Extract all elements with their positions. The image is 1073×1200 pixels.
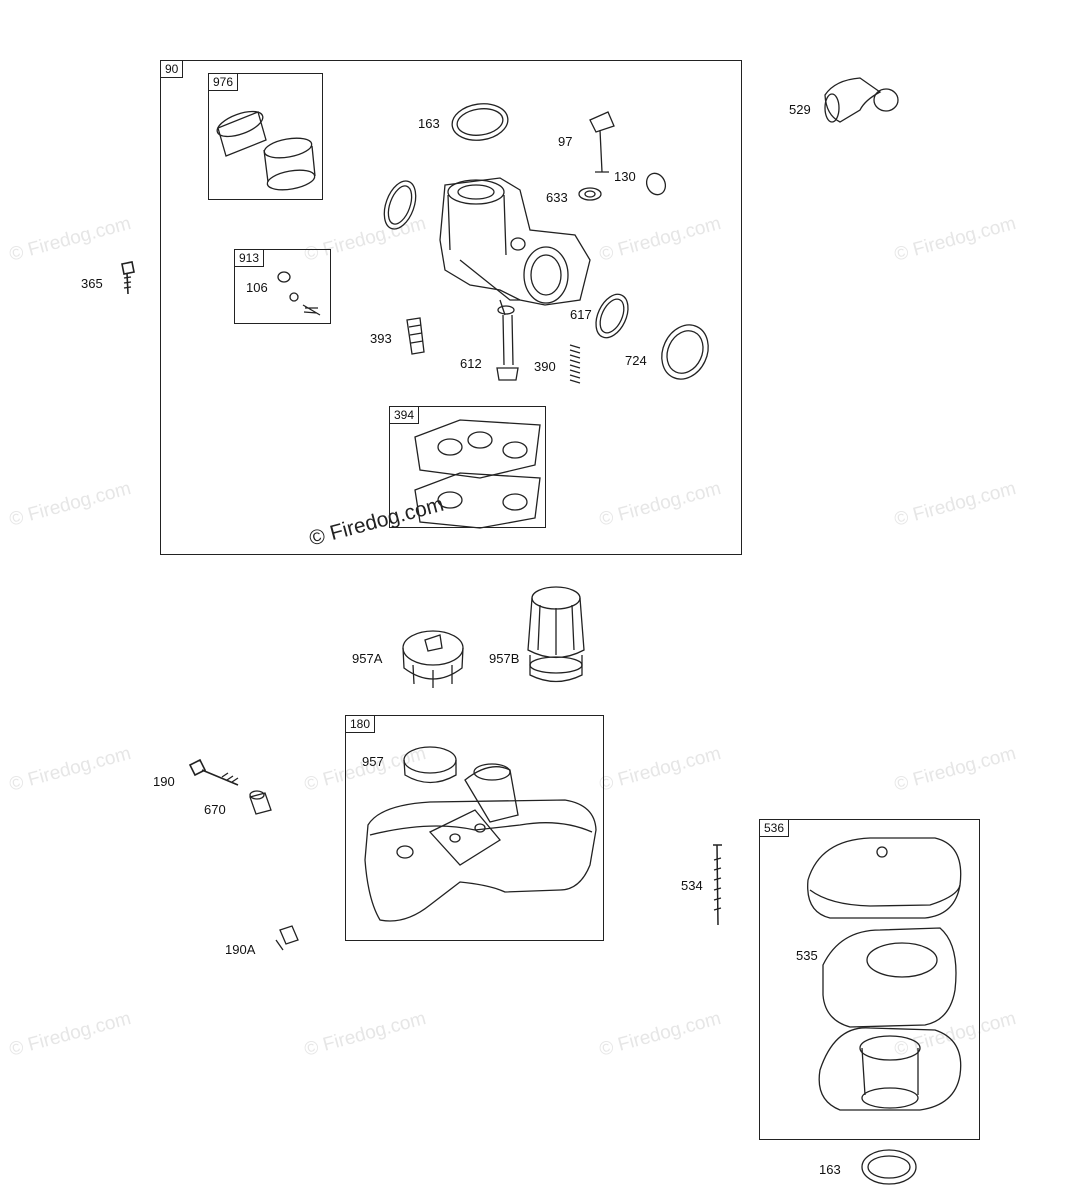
adapter-976-drawing <box>216 110 316 191</box>
part-label-190: 190 <box>153 774 175 789</box>
group-180-box: 180 <box>345 715 604 941</box>
carburetor-drawing <box>439 177 591 316</box>
group-394-box: 394 <box>389 406 546 528</box>
part-label-617: 617 <box>570 307 592 322</box>
group-90-tag: 90 <box>160 60 184 78</box>
part-label-97: 97 <box>558 134 573 149</box>
part-label-393: 393 <box>370 331 392 346</box>
group-976-box: 976 <box>208 73 323 200</box>
part-label-529: 529 <box>789 102 811 117</box>
group-913-tag: 913 <box>234 249 265 267</box>
part-label-190a: 190A <box>225 942 256 957</box>
part-label-633: 633 <box>546 190 568 205</box>
part-label-535: 535 <box>796 948 818 963</box>
part-label-724: 724 <box>625 353 647 368</box>
group-90-box: 90 <box>160 60 742 555</box>
part-label-957: 957 <box>362 754 384 769</box>
part-label-106: 106 <box>246 280 268 295</box>
gaskets-394-drawing <box>414 419 541 529</box>
group-180-tag: 180 <box>345 715 376 733</box>
part-label-130: 130 <box>614 169 636 184</box>
part-label-670: 670 <box>204 802 226 817</box>
part-label-534: 534 <box>681 878 703 893</box>
part-label-390: 390 <box>534 359 556 374</box>
part-label-365: 365 <box>81 276 103 291</box>
fuel-tank-180-drawing <box>364 746 597 922</box>
part-label-957b: 957B <box>489 651 520 666</box>
part-label-612: 612 <box>460 356 482 371</box>
group-536-tag: 536 <box>759 819 790 837</box>
part-label-163-bottom: 163 <box>819 1162 841 1177</box>
part-label-957a: 957A <box>352 651 383 666</box>
group-536-box: 536 <box>759 819 980 1140</box>
part-label-163: 163 <box>418 116 440 131</box>
elbow-529-drawing <box>824 77 899 123</box>
air-cleaner-536-drawing <box>807 837 962 1111</box>
group-976-tag: 976 <box>208 73 239 91</box>
fuel-cap-957a-drawing <box>402 630 464 688</box>
group-913-box: 913 <box>234 249 331 324</box>
fuel-cap-957b-drawing <box>527 586 585 683</box>
group-394-tag: 394 <box>389 406 420 424</box>
